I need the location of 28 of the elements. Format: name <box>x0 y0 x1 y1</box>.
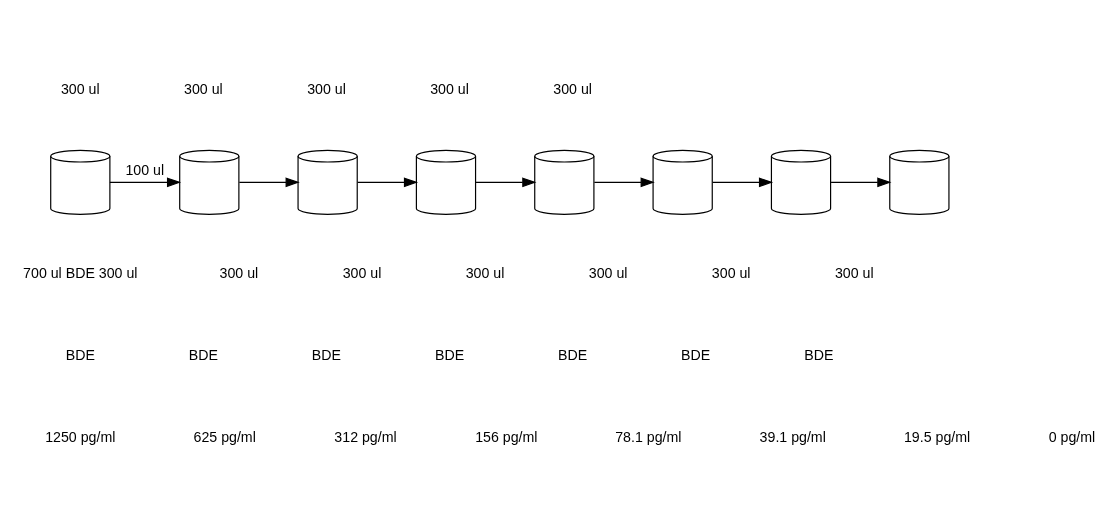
label: BDE <box>681 346 711 363</box>
label: 312 pg/ml <box>334 428 397 445</box>
label: 300 ul <box>342 265 382 282</box>
label: 300 ul <box>711 265 751 282</box>
label: 300 ul <box>588 265 628 282</box>
label: 78.1 pg/ml <box>615 428 682 445</box>
label: 300 ul <box>834 265 874 282</box>
label: 19.5 pg/ml <box>903 428 971 445</box>
label: 700 ul BDE 300 ul <box>23 265 138 282</box>
label: BDE <box>188 346 218 363</box>
label: 39.1 pg/ml <box>759 428 826 445</box>
label: 625 pg/ml <box>193 428 256 445</box>
label: BDE <box>434 346 465 363</box>
label: 300 ul <box>184 80 223 97</box>
label: 0 pg/ml <box>1048 428 1096 445</box>
label: 1250 pg/ml <box>45 428 116 445</box>
label: 300 ul <box>60 80 100 97</box>
label: 156 pg/ml <box>475 428 538 445</box>
label: 300 ul <box>219 265 259 282</box>
label: BDE <box>804 346 834 363</box>
label: BDE <box>558 346 588 363</box>
label: BDE <box>65 346 95 363</box>
label: 300 ul <box>553 80 592 97</box>
label: 300 ul <box>465 265 505 282</box>
label: 300 ul <box>307 80 346 97</box>
edge-label: 100 ul <box>125 161 165 178</box>
label: BDE <box>311 346 342 363</box>
label: 300 ul <box>430 80 469 97</box>
